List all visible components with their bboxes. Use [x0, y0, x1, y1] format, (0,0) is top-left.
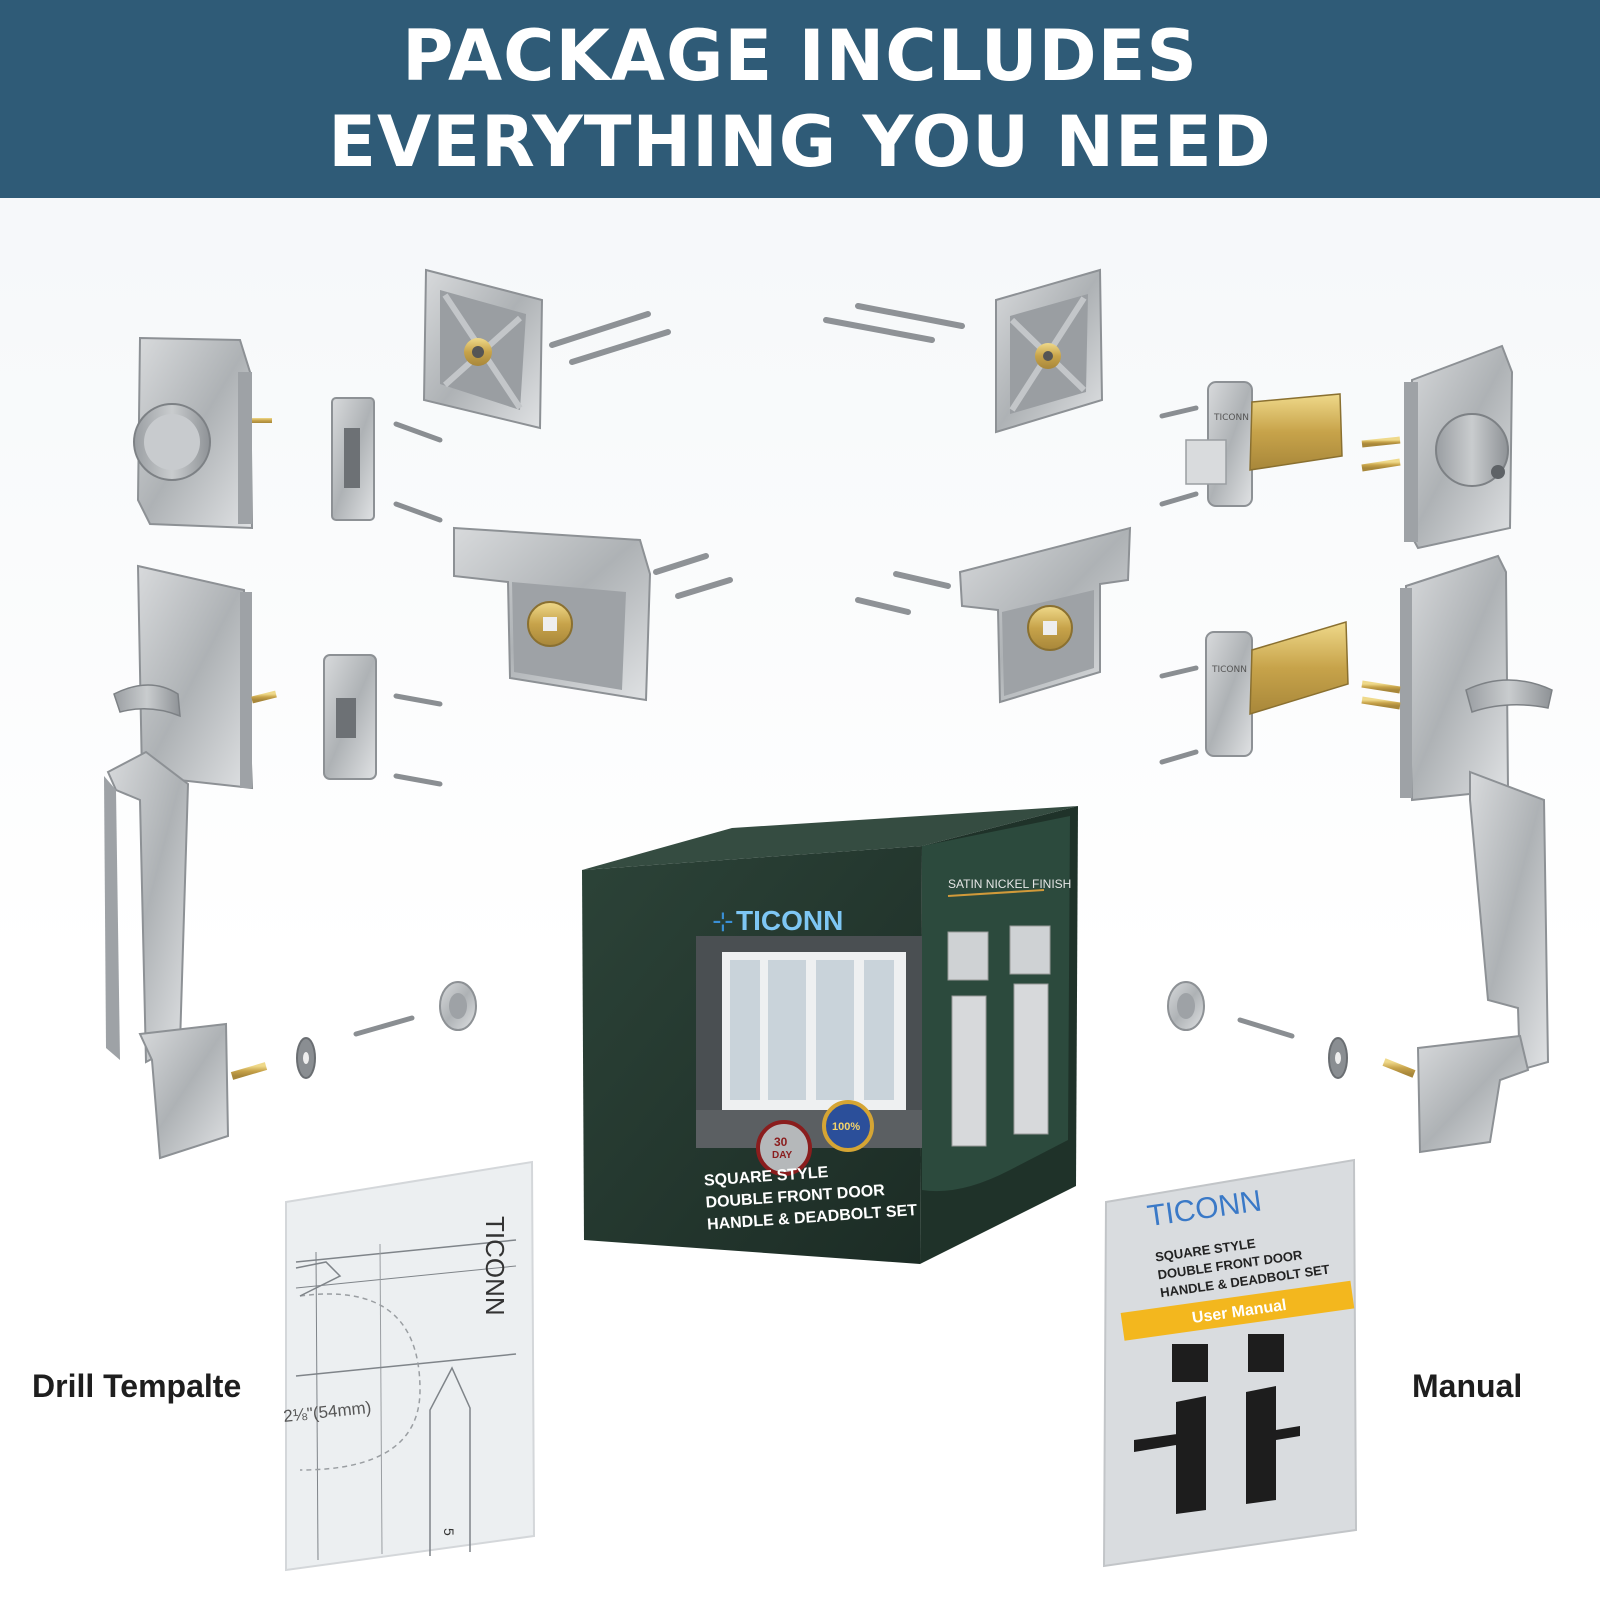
box-thumbturn-image	[947, 931, 989, 981]
manual-handle-left-image	[1134, 1396, 1206, 1514]
right-latch-screws-2	[1159, 665, 1199, 765]
box-logo-icon: ⊹	[712, 907, 734, 937]
right-deadbolt-back-plate	[995, 268, 1104, 434]
drill-template-label: Drill Tempalte	[32, 1368, 242, 1404]
package-contents-illustration: TICONN TICONN	[104, 268, 1553, 1572]
left-long-screws-top	[549, 311, 671, 365]
box-quality-badge	[822, 1100, 874, 1152]
latch-brand-2: TICONN	[1211, 665, 1247, 675]
left-deadbolt-strike-plate	[331, 397, 375, 521]
header-line-2: EVERYTHING YOU NEED	[328, 101, 1272, 183]
left-front-handleset	[104, 564, 277, 1160]
left-handle-back-plate	[453, 526, 652, 702]
box-30-day-badge	[756, 1120, 812, 1176]
left-latch-strike-plate	[323, 654, 377, 780]
user-manual-booklet: TICONN SQUARE STYLE DOUBLE FRONT DOOR HA…	[1102, 1158, 1358, 1568]
left-bottom-fasteners	[296, 981, 477, 1079]
left-strike-screws-1	[393, 421, 443, 523]
right-latch-screws-1	[1159, 405, 1199, 507]
template-page-number: 5	[441, 1528, 457, 1536]
manual-badge-bar	[1120, 1280, 1355, 1341]
right-handle-back-plate	[958, 526, 1132, 704]
drill-template-sheet: 2⅛"(54mm) TICONN 5	[282, 1160, 536, 1572]
header-banner: PACKAGE INCLUDES EVERYTHING YOU NEED	[0, 0, 1600, 198]
right-handle-latch: TICONN	[1205, 621, 1349, 757]
box-deadbolt-image	[1009, 925, 1051, 975]
box-finish: SATIN NICKEL FINISH	[948, 877, 1071, 891]
box-handle-left-image	[951, 995, 987, 1147]
badge-day-word: DAY	[772, 1150, 793, 1161]
right-bottom-fasteners	[1167, 981, 1348, 1079]
box-handle-right-image	[1013, 983, 1049, 1135]
product-box: TICONN ⊹ SATIN NICKEL FINISH 30 DAY 100%…	[582, 806, 1078, 1264]
right-front-handleset	[1361, 554, 1553, 1154]
box-brand: TICONN	[736, 905, 843, 936]
badge-quality: 100%	[832, 1121, 860, 1133]
right-deadbolt-latch: TICONN	[1185, 381, 1343, 507]
header-line-1: PACKAGE INCLUDES	[402, 15, 1198, 97]
manual-thumbturn-image	[1172, 1344, 1208, 1382]
manual-label: Manual	[1412, 1368, 1523, 1404]
left-handle-screws	[653, 553, 733, 599]
manual-deadbolt-image	[1248, 1334, 1284, 1372]
latch-brand-1: TICONN	[1213, 413, 1249, 423]
left-deadbolt-thumbturn	[133, 336, 272, 530]
left-deadbolt-back-plate	[422, 268, 544, 430]
badge-day-number: 30	[774, 1135, 788, 1149]
template-brand: TICONN	[480, 1216, 510, 1316]
right-long-screws-top	[823, 303, 965, 343]
right-deadbolt-keyed-cylinder	[1361, 344, 1514, 550]
manual-handle-right-image	[1246, 1386, 1300, 1504]
left-strike-screws-2	[393, 693, 443, 787]
right-handle-screws	[855, 571, 951, 615]
